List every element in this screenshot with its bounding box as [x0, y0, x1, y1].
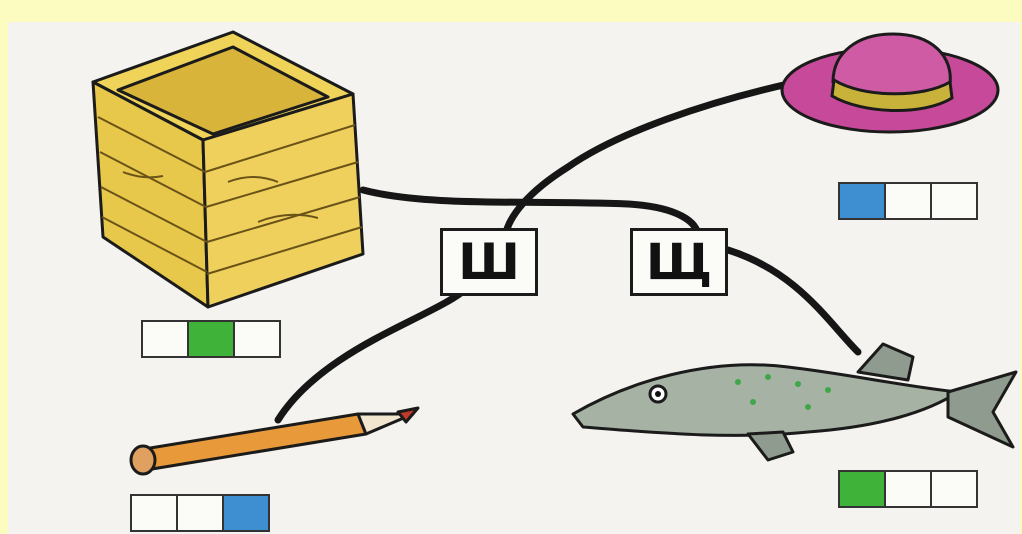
scheme-cell	[176, 494, 224, 532]
pencil-sound-scheme	[132, 494, 270, 532]
scheme-cell	[884, 182, 932, 220]
scheme-cell	[141, 320, 189, 358]
hat-picture	[782, 34, 998, 132]
pike-sound-scheme	[840, 470, 978, 508]
box-picture	[93, 32, 363, 307]
box-sound-scheme	[143, 320, 281, 358]
scheme-cell-soft	[838, 470, 886, 508]
pencil-end	[131, 446, 155, 474]
pike-tail	[948, 372, 1016, 447]
letter-sh-box: Ш	[440, 228, 538, 296]
worksheet-paper: Ш Щ	[8, 22, 1020, 534]
scheme-cell	[930, 182, 978, 220]
pike-dorsal-fin	[858, 344, 913, 380]
scheme-cell-hard	[838, 182, 886, 220]
pencil-picture	[131, 408, 418, 474]
scheme-cell	[930, 470, 978, 508]
slide-title	[0, 0, 1022, 6]
scheme-cell-hard	[222, 494, 270, 532]
pencil-body	[138, 414, 366, 470]
line-hat-to-sh	[505, 84, 788, 237]
scheme-cell	[884, 470, 932, 508]
letter-shch-box: Щ	[630, 228, 728, 296]
line-shch-to-pike	[728, 250, 858, 352]
scheme-cell	[130, 494, 178, 532]
scheme-cell	[233, 320, 281, 358]
pike-picture	[573, 344, 1016, 460]
pike-pelvic-fin	[748, 432, 793, 460]
line-pencil-to-sh	[278, 287, 468, 420]
hat-sound-scheme	[840, 182, 978, 220]
scheme-cell-soft	[187, 320, 235, 358]
